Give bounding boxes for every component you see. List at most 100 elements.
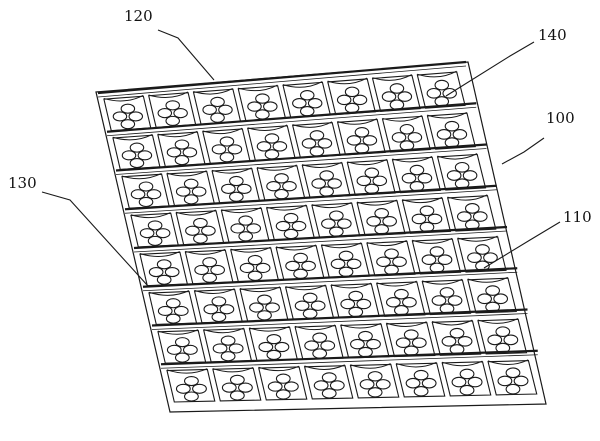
row-rail-edge (160, 354, 538, 369)
cell-hole (221, 382, 237, 393)
cell-hole (459, 368, 475, 380)
cell-hole (444, 120, 460, 132)
cell-hole (202, 272, 217, 283)
cell-hole (255, 109, 270, 120)
cell (457, 235, 507, 273)
cell-flap (249, 326, 290, 332)
cell-hole (148, 266, 164, 278)
cell-flap (130, 212, 171, 219)
cell-hole (299, 105, 315, 117)
cell (487, 359, 538, 396)
ref-numeral-140: 140 (538, 26, 567, 44)
leader-130 (41, 191, 149, 287)
cell-hole (392, 256, 407, 268)
leader-100 (501, 137, 545, 165)
cell-hole (255, 262, 271, 274)
row-rail-edge (151, 313, 528, 330)
cell-hole (137, 150, 153, 161)
cell-hole (436, 129, 452, 140)
cell-hole (229, 191, 244, 202)
cell-hole (219, 152, 235, 163)
cell (230, 246, 280, 283)
cell-hole (452, 129, 468, 140)
row-rail (124, 184, 497, 211)
cell-hole (367, 371, 383, 382)
cell-hole (219, 136, 235, 147)
cell-hole (175, 186, 191, 197)
cell (330, 282, 380, 319)
cell-hole (249, 302, 264, 313)
cell-flap (285, 284, 326, 291)
cell-hole (464, 203, 480, 214)
cell-flap (148, 290, 190, 296)
cell (416, 70, 466, 109)
row-rail (97, 60, 467, 95)
cell-hole (193, 217, 208, 229)
cell (275, 244, 325, 281)
cell-hole (367, 387, 383, 398)
cell-hole (275, 373, 291, 384)
row-rail-edge (115, 148, 487, 175)
cell-hole (493, 293, 509, 305)
cell (346, 158, 396, 196)
cell-hole (409, 164, 425, 176)
cell-hole (344, 102, 360, 114)
cell-hole (439, 287, 455, 298)
cell (220, 207, 270, 243)
cell-hole (302, 308, 318, 319)
cell-flap (194, 288, 235, 294)
cell-hole (221, 183, 236, 195)
cell-flap (366, 240, 407, 247)
cell-flap (239, 286, 281, 293)
cell-hole (120, 103, 136, 114)
cell-hole (165, 100, 180, 111)
cell-hole (165, 115, 180, 127)
cell-hole (372, 175, 388, 187)
cell-hole (182, 344, 198, 355)
cell-hole (358, 346, 373, 358)
cell-hole (147, 220, 163, 231)
cell (301, 161, 351, 199)
cell-flap (340, 322, 382, 329)
cell-hole (403, 329, 419, 340)
cell-hole (346, 135, 362, 146)
cell-grid (97, 60, 538, 403)
cell-flap (230, 246, 271, 253)
cell-hole (456, 211, 472, 222)
cell (311, 201, 361, 239)
cell-hole (138, 196, 154, 208)
ref-numeral-120: 120 (124, 7, 153, 25)
cell-flap (441, 360, 483, 367)
cell (148, 290, 198, 326)
cell-hole (483, 252, 498, 264)
cell-hole (211, 144, 227, 155)
cell-hole (230, 223, 246, 234)
cell-hole (413, 385, 429, 397)
cell-hole (475, 244, 490, 255)
cell-hole (182, 147, 198, 158)
cell-flap (275, 244, 317, 251)
cell-flap (304, 364, 345, 370)
cell-hole (374, 224, 389, 235)
cell-hole (395, 337, 411, 348)
cell-hole (272, 141, 288, 152)
cell (175, 209, 225, 246)
cell-hole (304, 340, 320, 351)
cell (436, 153, 487, 191)
row-rail (142, 267, 518, 288)
cell-hole (319, 186, 334, 197)
cell-hole (202, 104, 217, 115)
cell-hole (340, 298, 356, 310)
cell-hole (257, 310, 272, 321)
cell-flap (185, 248, 226, 255)
cell-hole (485, 285, 501, 296)
cell (266, 204, 315, 241)
cell-hole (301, 138, 317, 149)
cell-hole (264, 149, 280, 160)
cell-hole (413, 369, 429, 381)
cell (121, 173, 170, 209)
cell (376, 280, 426, 317)
cell-flap (212, 366, 254, 373)
cell (320, 242, 371, 279)
cell-hole (157, 305, 173, 317)
